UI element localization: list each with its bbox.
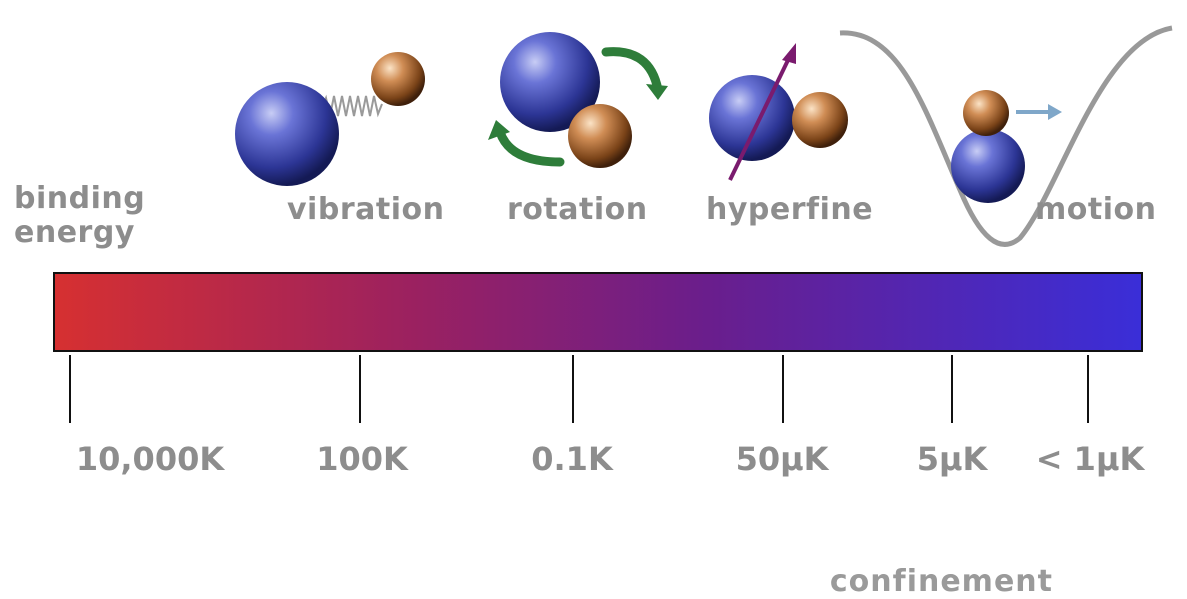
tick-mark <box>359 355 361 423</box>
tick-mark <box>572 355 574 423</box>
bar-label: confinement <box>829 564 1053 599</box>
small-atom <box>568 104 632 168</box>
rotation-arrow-icon <box>601 47 663 95</box>
tick-label: 5μK <box>916 440 988 478</box>
stage-label-motion: motion <box>1035 192 1157 227</box>
tick-label: 50μK <box>735 440 829 478</box>
tick-label: < 1μK <box>1035 440 1145 478</box>
large-atom <box>235 82 339 186</box>
tick-mark <box>782 355 784 423</box>
tick-label: 10,000K <box>75 440 225 478</box>
spring-icon <box>321 94 383 118</box>
spin-arrow-icon <box>728 55 792 181</box>
stage-label-rotation: rotation <box>507 192 648 227</box>
vibration-molecule <box>235 52 425 186</box>
illustration-layer <box>235 25 1173 247</box>
stage-label-hyperfine: hyperfine <box>706 192 874 227</box>
stage-label-vibration: vibration <box>287 192 445 227</box>
large-atom <box>709 75 795 161</box>
rotation-molecule <box>488 32 668 168</box>
tick-mark <box>69 355 71 423</box>
small-atom <box>792 92 848 148</box>
tick-label: 100K <box>316 440 408 478</box>
motion-molecule <box>839 25 1173 247</box>
small-atom <box>963 90 1009 136</box>
tick-mark <box>1087 355 1089 423</box>
axis-title-line-2: energy <box>14 215 135 250</box>
axis-title: binding energy <box>14 182 145 250</box>
energy-gradient-bar: confinement <box>53 272 1143 599</box>
potential-well-icon <box>839 25 1173 247</box>
tick-mark <box>951 355 953 423</box>
small-atom <box>371 52 425 106</box>
hyperfine-molecule <box>709 43 848 181</box>
large-atom <box>951 129 1025 203</box>
axis-title-line-1: binding <box>14 181 146 216</box>
large-atom <box>500 32 600 132</box>
tick-label: 0.1K <box>531 440 613 478</box>
